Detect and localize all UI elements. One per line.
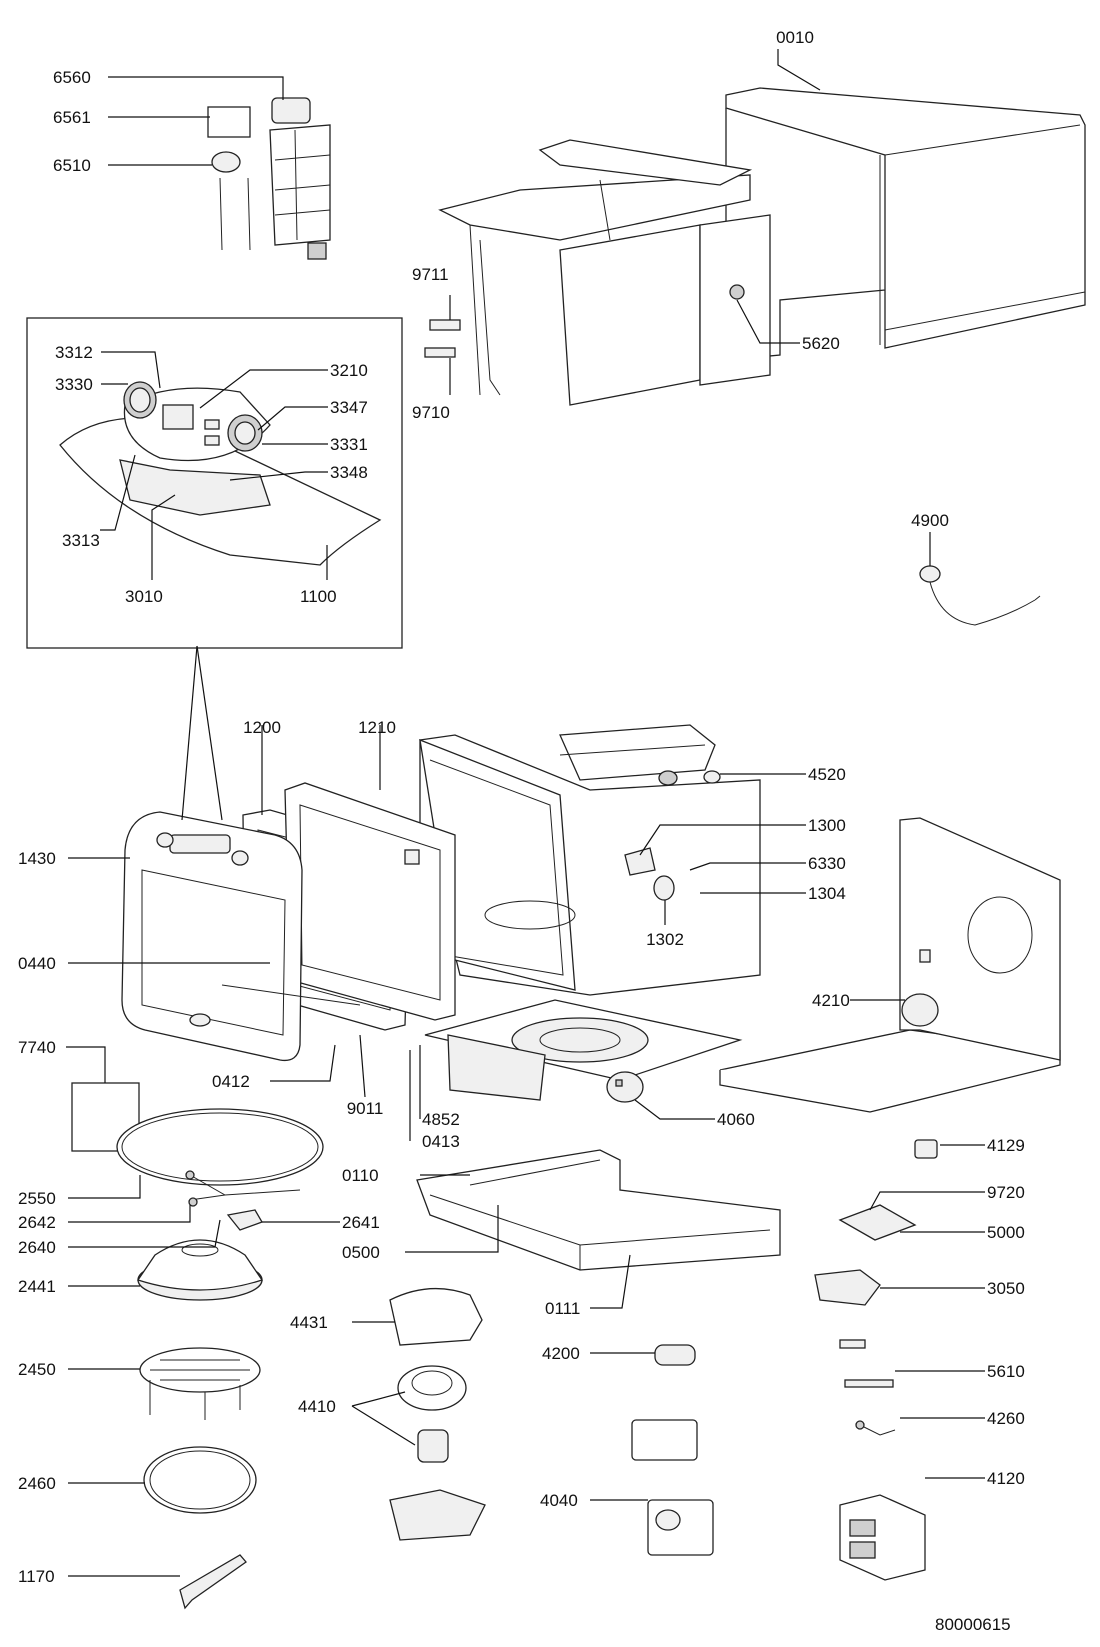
label-1300: 1300 bbox=[808, 816, 846, 835]
part-9720-board bbox=[838, 1204, 917, 1241]
label-3010: 3010 bbox=[125, 587, 163, 606]
label-9711: 9711 bbox=[412, 265, 449, 284]
label-2460: 2460 bbox=[18, 1474, 56, 1493]
label-2550: 2550 bbox=[18, 1189, 56, 1208]
label-4040: 4040 bbox=[540, 1491, 578, 1510]
label-0412: 0412 bbox=[212, 1072, 250, 1091]
label-3330: 3330 bbox=[55, 375, 93, 394]
label-1200: 1200 bbox=[243, 718, 281, 737]
part-2641-coupler bbox=[226, 1209, 263, 1231]
part-oven-cavity bbox=[419, 724, 761, 996]
label-4260: 4260 bbox=[987, 1409, 1025, 1428]
label-4200: 4200 bbox=[542, 1344, 580, 1363]
label-4210: 4210 bbox=[812, 991, 850, 1010]
label-3347: 3347 bbox=[330, 398, 368, 417]
label-3050: 3050 bbox=[987, 1279, 1025, 1298]
part-outer-cover bbox=[725, 87, 1086, 361]
part-4900-cable bbox=[919, 565, 1041, 626]
label-4120: 4120 bbox=[987, 1469, 1025, 1488]
part-2550-ring bbox=[116, 1108, 324, 1186]
label-2640: 2640 bbox=[18, 1238, 56, 1257]
label-1100: 1100 bbox=[300, 587, 337, 606]
label-5620: 5620 bbox=[802, 334, 840, 353]
part-4040-transformer bbox=[631, 1419, 714, 1556]
label-2641: 2641 bbox=[342, 1213, 380, 1232]
label-3348: 3348 bbox=[330, 463, 368, 482]
label-0413: 0413 bbox=[422, 1132, 460, 1151]
label-6560: 6560 bbox=[53, 68, 91, 87]
label-1304: 1304 bbox=[808, 884, 846, 903]
label-1210: 1210 bbox=[358, 718, 396, 737]
label-0010: 0010 bbox=[776, 28, 814, 47]
part-base-plate bbox=[719, 817, 1061, 1113]
detail-inset-box bbox=[26, 317, 403, 649]
part-4120-hv-transformer bbox=[839, 1494, 926, 1581]
label-1430: 1430 bbox=[18, 849, 56, 868]
label-5000: 5000 bbox=[987, 1223, 1025, 1242]
label-2450: 2450 bbox=[18, 1360, 56, 1379]
label-3312: 3312 bbox=[55, 343, 93, 362]
label-3313: 3313 bbox=[62, 531, 100, 550]
label-0440: 0440 bbox=[18, 954, 56, 973]
label-4900: 4900 bbox=[911, 511, 949, 530]
part-4431-fan-cover bbox=[389, 1287, 483, 1346]
part-1170-tool bbox=[179, 1554, 247, 1610]
label-6330: 6330 bbox=[808, 854, 846, 873]
part-1210-choke bbox=[284, 782, 456, 1021]
part-1430-door-front bbox=[121, 811, 361, 1062]
label-2642: 2642 bbox=[18, 1213, 56, 1232]
label-4520: 4520 bbox=[808, 765, 846, 784]
part-bottom-tray bbox=[416, 1149, 781, 1271]
part-4200-capacitor bbox=[654, 1344, 696, 1366]
leader-lines bbox=[66, 49, 985, 1577]
part-small-switches bbox=[839, 1339, 896, 1436]
label-1170: 1170 bbox=[18, 1567, 55, 1586]
label-9710: 9710 bbox=[412, 403, 450, 422]
label-1302: 1302 bbox=[646, 930, 684, 949]
part-2450-rack bbox=[139, 1347, 261, 1420]
part-labels: 0010 6560 6561 6510 9711 5620 3312 3210 … bbox=[18, 28, 1025, 1634]
label-4129: 4129 bbox=[987, 1136, 1025, 1155]
part-2441-crisp-plate bbox=[136, 1239, 264, 1301]
label-3210: 3210 bbox=[330, 361, 368, 380]
label-6510: 6510 bbox=[53, 156, 91, 175]
label-3331: 3331 bbox=[330, 435, 368, 454]
label-7740: 7740 bbox=[18, 1038, 56, 1057]
label-6561: 6561 bbox=[53, 108, 91, 127]
part-3050-assembly bbox=[814, 1269, 881, 1306]
label-5610: 5610 bbox=[987, 1362, 1025, 1381]
part-2460-pan bbox=[143, 1446, 257, 1514]
label-0500: 0500 bbox=[342, 1243, 380, 1262]
label-0110: 0110 bbox=[342, 1166, 379, 1185]
part-control-panel bbox=[59, 381, 382, 566]
part-cavity-floor bbox=[424, 999, 743, 1101]
part-4129 bbox=[914, 1139, 938, 1159]
label-9011: 9011 bbox=[347, 1099, 384, 1118]
document-id: 80000615 bbox=[935, 1615, 1011, 1634]
label-4431: 4431 bbox=[290, 1313, 328, 1332]
part-inner-housing bbox=[438, 139, 771, 406]
part-4410-fan bbox=[389, 1365, 486, 1541]
part-4060-motor bbox=[606, 1071, 644, 1103]
part-2640-roller-support bbox=[185, 1170, 301, 1207]
label-9720: 9720 bbox=[987, 1183, 1025, 1202]
part-9711-latch bbox=[424, 319, 461, 358]
label-0111: 0111 bbox=[545, 1299, 580, 1318]
label-4852: 4852 bbox=[422, 1110, 460, 1129]
label-4060: 4060 bbox=[717, 1110, 755, 1129]
label-4410: 4410 bbox=[298, 1397, 336, 1416]
part-lamp-assembly bbox=[207, 97, 331, 260]
label-2441: 2441 bbox=[18, 1277, 56, 1296]
